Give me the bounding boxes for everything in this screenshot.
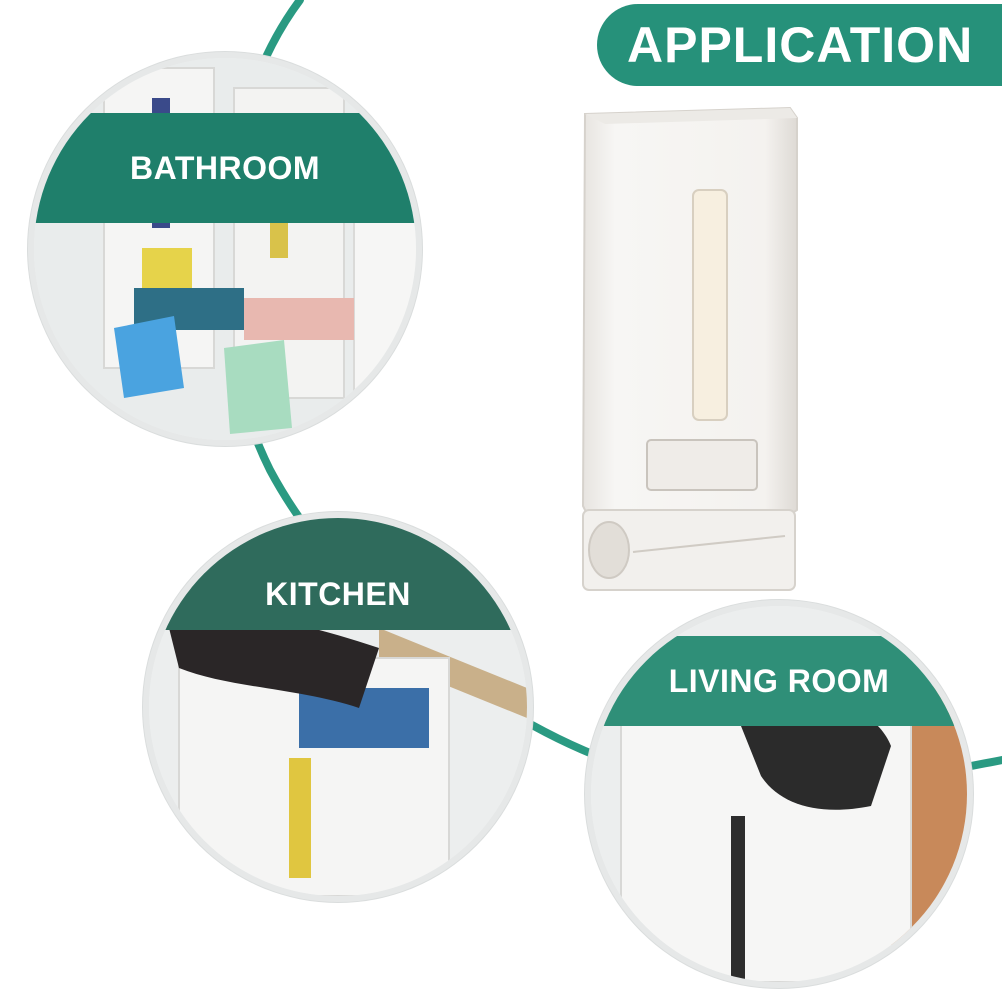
scene-label-kitchen: KITCHEN [265,575,411,612]
scene-label-band: LIVING ROOM [591,636,967,726]
scene-label-band: BATHROOM [34,113,416,223]
scene-label-bathroom: BATHROOM [129,149,321,186]
scene-label-band: KITCHEN [149,518,527,630]
scene-kitchen: KITCHEN [143,512,533,902]
header-title: APPLICATION [627,17,974,73]
bag-dispenser-product-image [581,106,798,591]
scene-bathroom: BATHROOM [28,52,422,446]
scene-living-room: LIVING ROOM [585,600,973,988]
header-banner: APPLICATION [597,4,1002,86]
scene-label-living-room: LIVING ROOM [668,662,890,699]
